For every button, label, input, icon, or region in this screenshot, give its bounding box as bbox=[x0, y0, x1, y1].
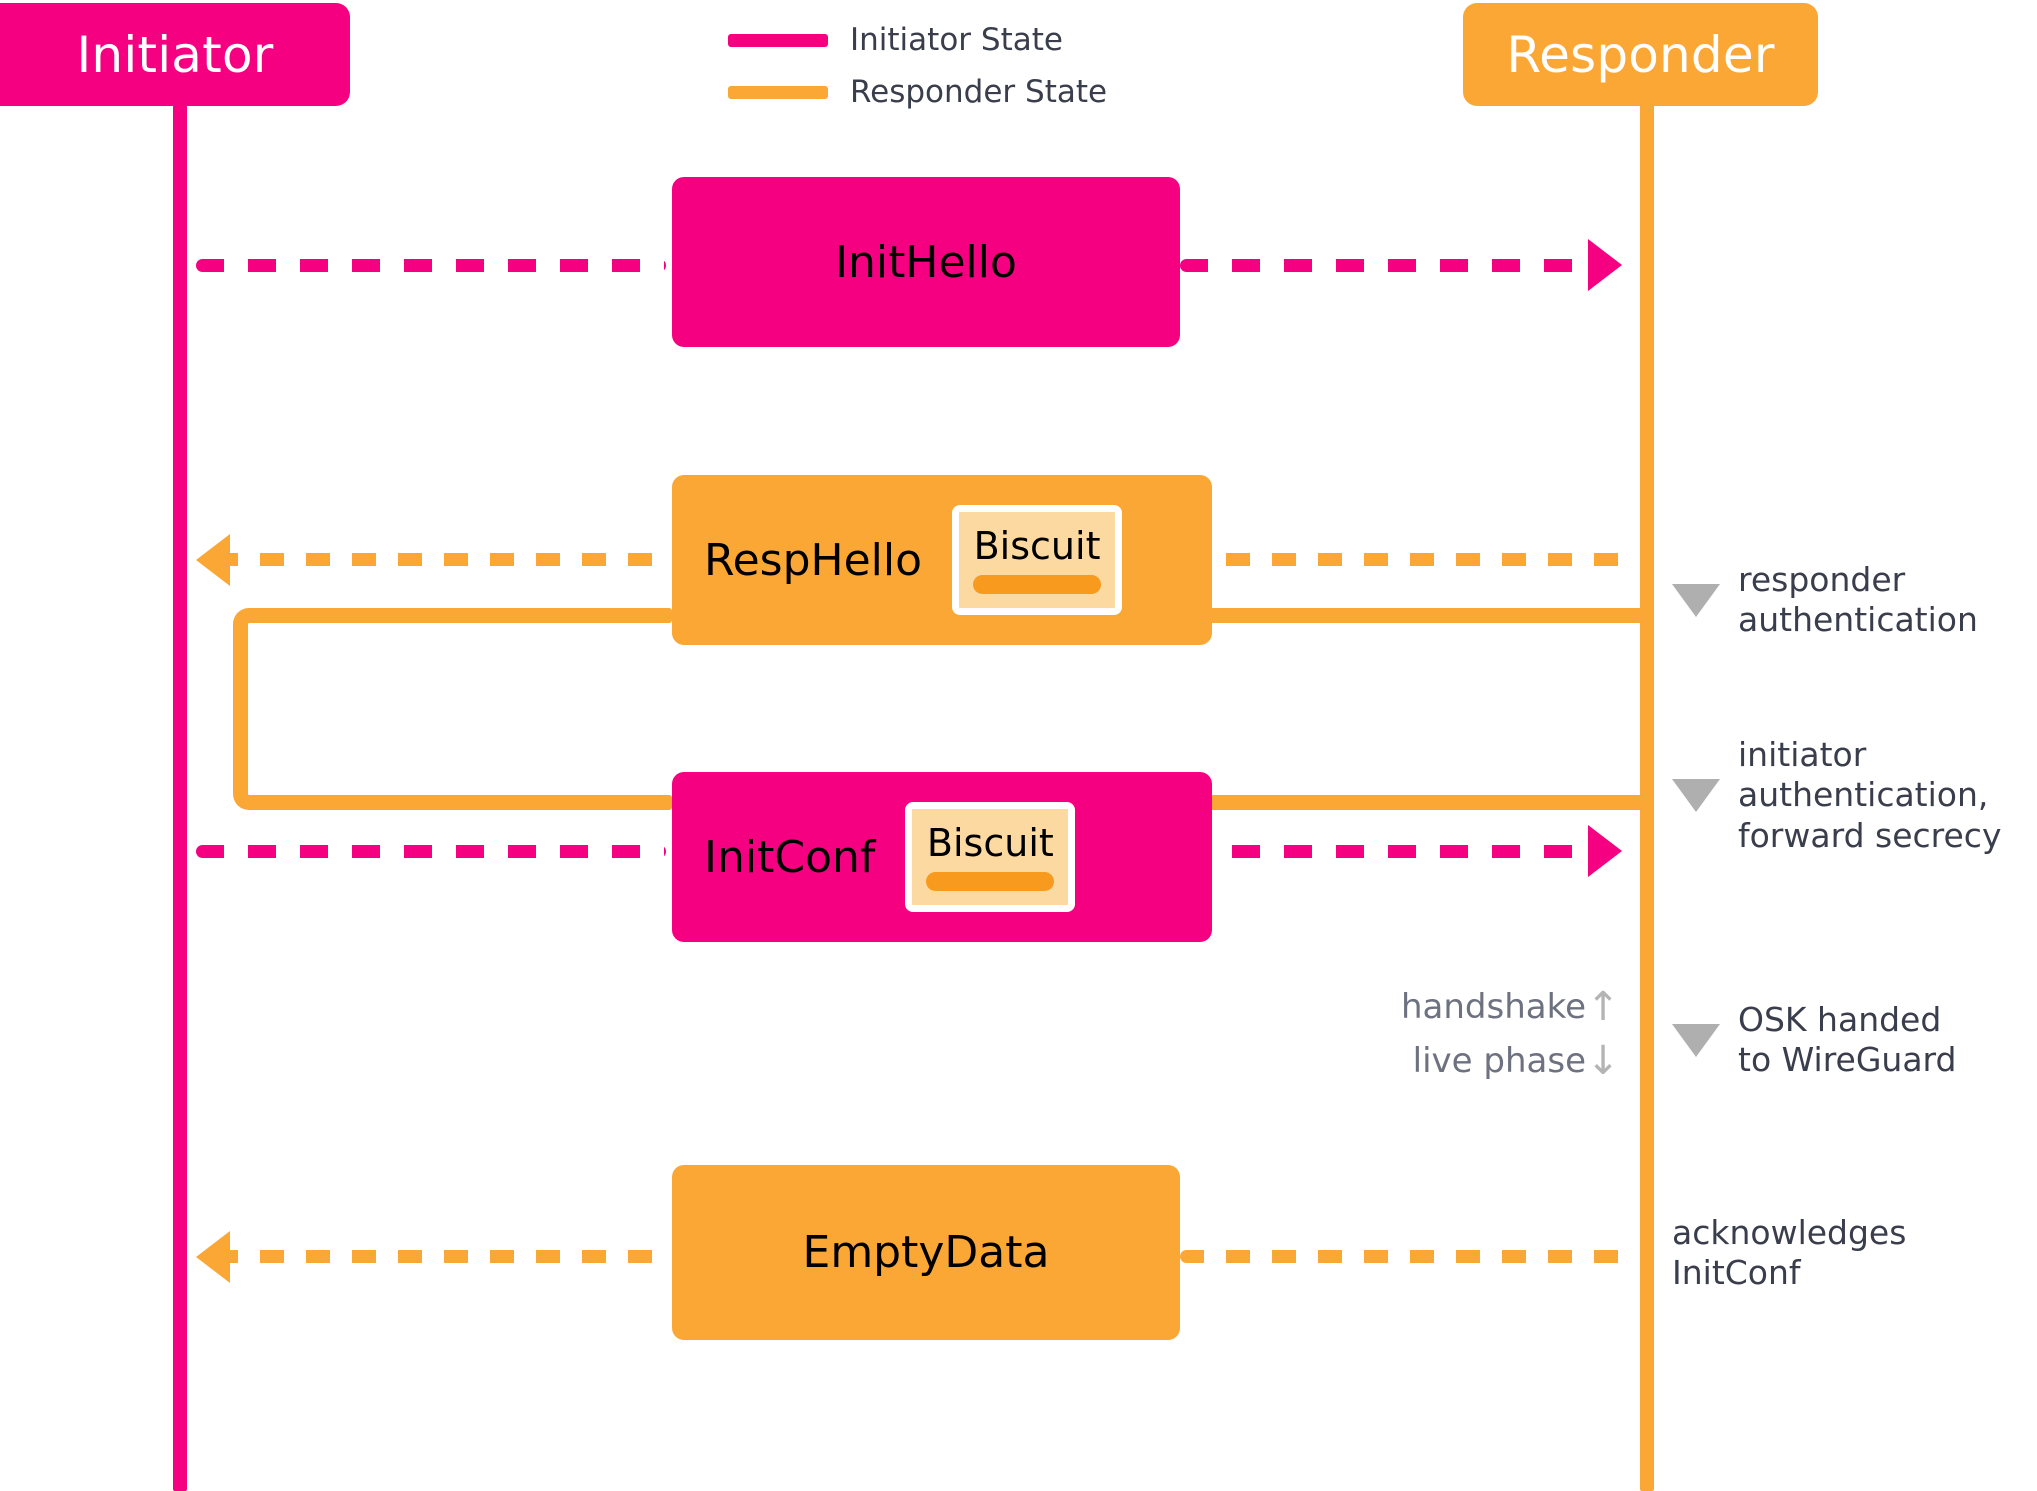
biscuit-label-initconf: Biscuit bbox=[926, 820, 1054, 865]
initconf-arrowhead-icon bbox=[1588, 825, 1622, 877]
arrow-down-icon: ↓ bbox=[1586, 1038, 1620, 1084]
resphello-arrow-left-segment bbox=[214, 553, 672, 566]
annotation-text-responder-authentication: responder authentication bbox=[1738, 560, 1978, 640]
message-box-resphello[interactable]: RespHello Biscuit bbox=[672, 475, 1212, 645]
message-label-inithello: InitHello bbox=[835, 236, 1017, 288]
phase-divider: handshake ↑ live phase ↓ bbox=[1330, 980, 1620, 1088]
emptydata-arrow-right-segment bbox=[1180, 1250, 1640, 1263]
message-box-initconf[interactable]: InitConf Biscuit bbox=[672, 772, 1212, 942]
biscuit-bar-icon bbox=[973, 574, 1102, 594]
emptydata-arrowhead-icon bbox=[196, 1231, 230, 1283]
inithello-arrow-left-segment bbox=[196, 259, 666, 272]
message-label-initconf: InitConf bbox=[704, 831, 876, 883]
triangle-down-icon bbox=[1672, 778, 1720, 812]
biscuit-label-resphello: Biscuit bbox=[973, 523, 1101, 568]
legend: Initiator State Responder State bbox=[728, 14, 1107, 118]
legend-label-initiator-state: Initiator State bbox=[850, 22, 1063, 58]
legend-label-responder-state: Responder State bbox=[850, 74, 1108, 110]
annotation-responder-authentication: responder authentication bbox=[1672, 560, 1978, 641]
phase-label-handshake: handshake bbox=[1400, 986, 1586, 1027]
legend-swatch-initiator-icon bbox=[728, 33, 828, 47]
initconf-arrow-left-segment bbox=[196, 845, 666, 858]
annotation-initiator-authentication: initiator authentication, forward secrec… bbox=[1672, 735, 2001, 856]
responder-state-line-loop-vertical bbox=[233, 623, 248, 795]
message-label-resphello: RespHello bbox=[704, 534, 923, 586]
annotation-text-osk-handed: OSK handed to WireGuard bbox=[1738, 1000, 1957, 1080]
inithello-arrowhead-icon bbox=[1588, 239, 1622, 291]
resphello-arrow-right-segment bbox=[1180, 553, 1640, 566]
responder-state-line-continue bbox=[1180, 795, 1654, 810]
message-box-emptydata[interactable]: EmptyData bbox=[672, 1165, 1180, 1340]
phase-label-live-phase: live phase bbox=[1412, 1040, 1586, 1081]
responder-lifeline bbox=[1640, 40, 1654, 1491]
message-label-emptydata: EmptyData bbox=[802, 1227, 1050, 1278]
initiator-lifeline bbox=[173, 40, 187, 1491]
biscuit-card-initconf[interactable]: Biscuit bbox=[905, 802, 1076, 912]
actor-responder-label: Responder bbox=[1506, 25, 1775, 84]
actor-responder[interactable]: Responder bbox=[1463, 3, 1818, 106]
responder-state-line-right bbox=[1180, 608, 1654, 623]
annotation-osk-handed: OSK handed to WireGuard bbox=[1672, 1000, 1956, 1081]
responder-state-line-loop-top bbox=[248, 608, 672, 623]
phase-row-live-phase: live phase ↓ bbox=[1330, 1034, 1620, 1088]
actor-initiator-label: Initiator bbox=[76, 25, 274, 84]
arrow-up-icon: ↑ bbox=[1586, 984, 1620, 1030]
biscuit-card-resphello[interactable]: Biscuit bbox=[952, 505, 1123, 615]
biscuit-bar-icon bbox=[926, 871, 1055, 891]
inithello-arrow-right-segment bbox=[1180, 259, 1590, 272]
responder-state-line-loop-bottom bbox=[248, 795, 672, 810]
annotation-acknowledges-initconf: acknowledges InitConf bbox=[1672, 1213, 1906, 1294]
resphello-arrowhead-icon bbox=[196, 534, 230, 586]
triangle-down-icon bbox=[1672, 1023, 1720, 1057]
initconf-arrow-right-segment bbox=[1180, 845, 1590, 858]
actor-initiator[interactable]: Initiator bbox=[0, 3, 350, 106]
triangle-down-icon bbox=[1672, 583, 1720, 617]
legend-item-initiator-state: Initiator State bbox=[728, 14, 1107, 66]
annotation-text-acknowledges-initconf: acknowledges InitConf bbox=[1672, 1213, 1907, 1293]
emptydata-arrow-left-segment bbox=[214, 1250, 672, 1263]
phase-row-handshake: handshake ↑ bbox=[1330, 980, 1620, 1034]
message-box-inithello[interactable]: InitHello bbox=[672, 177, 1180, 347]
legend-item-responder-state: Responder State bbox=[728, 66, 1107, 118]
legend-swatch-responder-icon bbox=[728, 85, 828, 99]
annotation-text-initiator-authentication: initiator authentication, forward secrec… bbox=[1738, 735, 2002, 855]
